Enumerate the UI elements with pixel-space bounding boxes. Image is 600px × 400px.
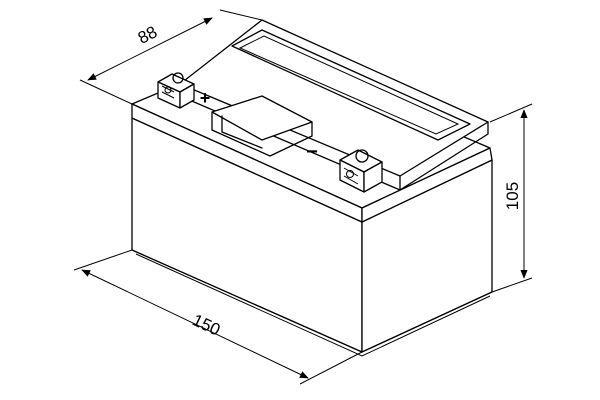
battery-lid (131, 19, 493, 223)
negative-symbol: − (306, 141, 318, 163)
lid-side-rim (361, 147, 493, 223)
height-dimension-label: 105 (503, 182, 522, 210)
height-dimension: 105 (489, 103, 533, 293)
positive-symbol: + (200, 88, 211, 108)
width-dimension-label: 88 (135, 22, 160, 48)
negative-terminal (339, 149, 383, 193)
lid-vent-recess (231, 29, 471, 141)
width-dimension-line (87, 17, 213, 81)
length-dimension-line (81, 269, 309, 379)
